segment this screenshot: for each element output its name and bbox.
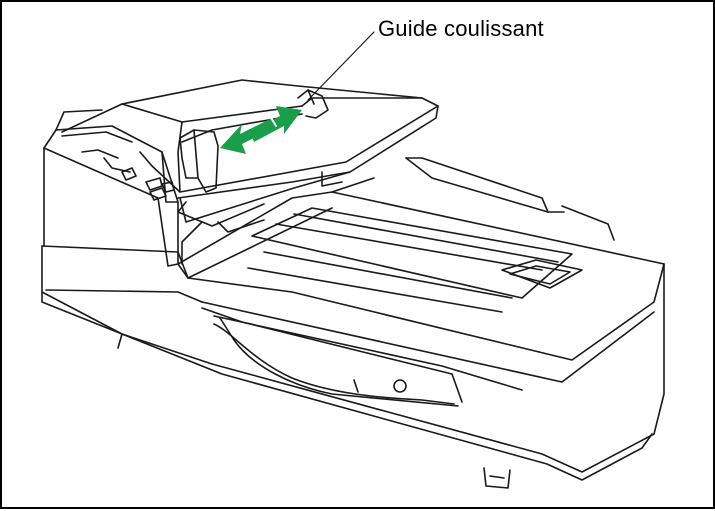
button-1 [121, 167, 137, 181]
button-2 [145, 177, 163, 191]
front-recess [201, 307, 523, 407]
adf-unit [43, 109, 179, 267]
scanner-base [41, 245, 665, 489]
flatbed-lid [177, 157, 665, 383]
callout-label-sliding-guide: Guide coulissant [378, 16, 544, 41]
sliding-guides [179, 89, 329, 193]
feed-tray [61, 79, 439, 265]
double-arrow-icon [220, 106, 302, 154]
